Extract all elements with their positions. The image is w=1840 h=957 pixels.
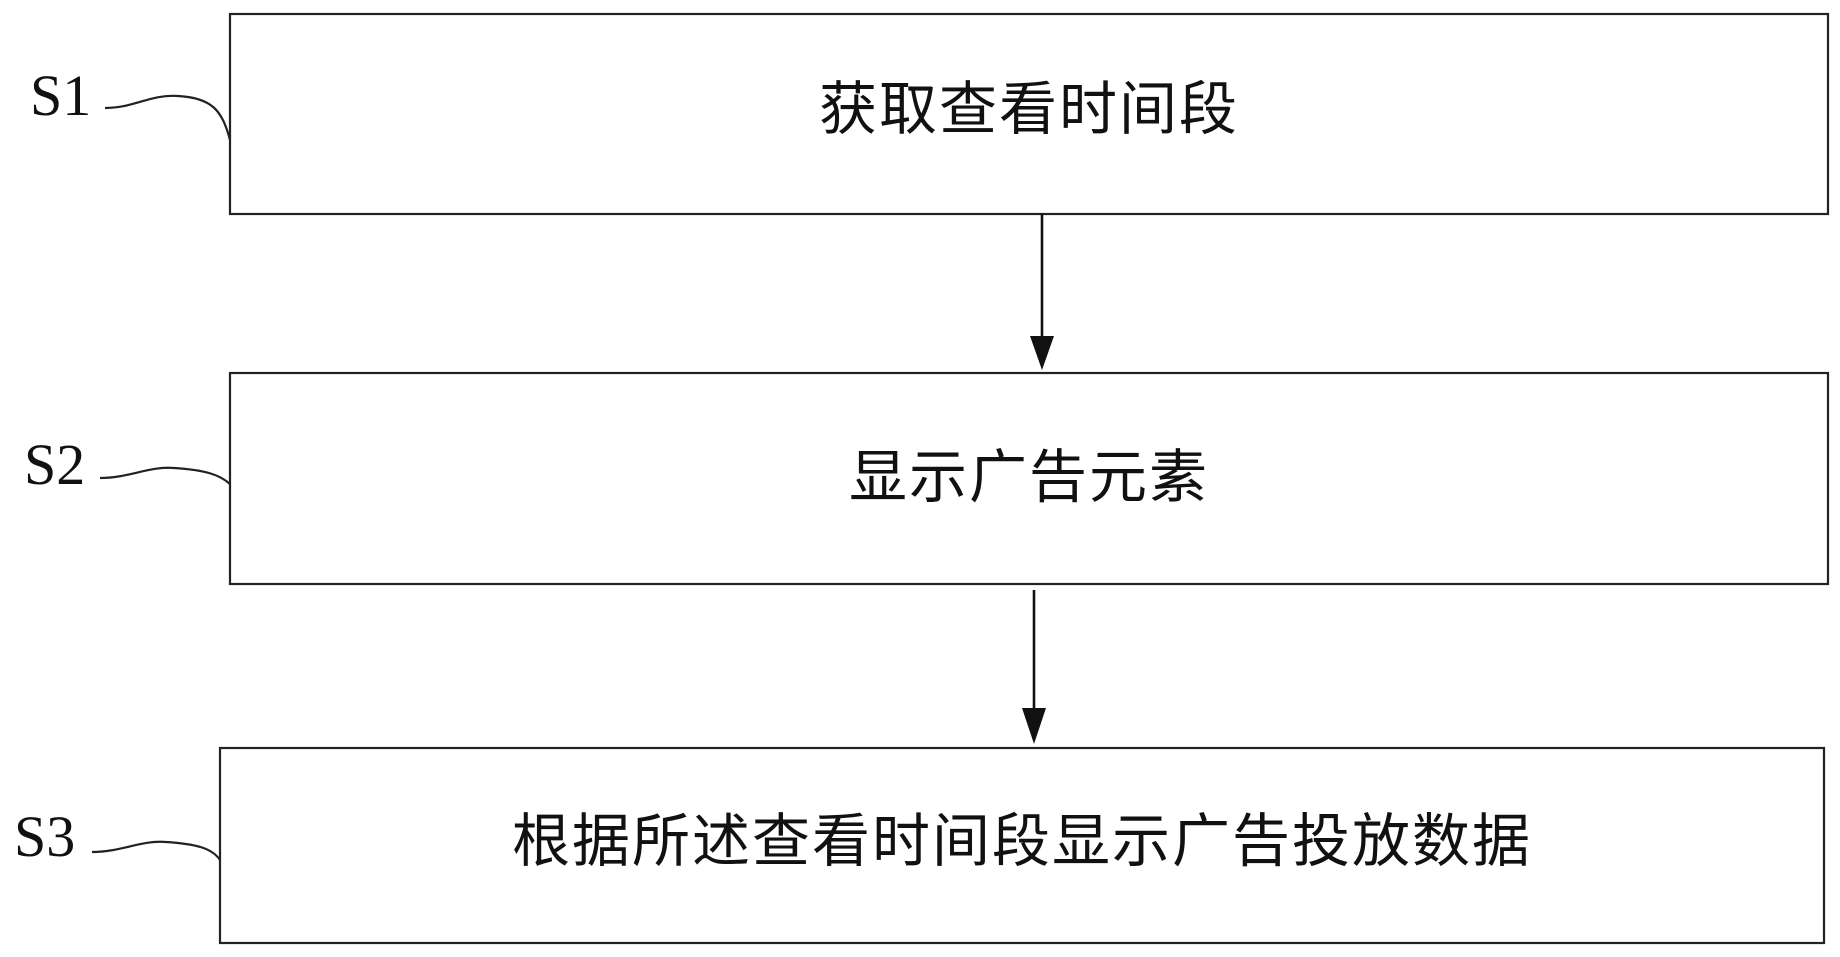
arrow-s1-to-s2 [1030, 214, 1054, 370]
step-s1-label: S1 [30, 63, 91, 128]
step-s2-text: 显示广告元素 [849, 443, 1209, 511]
step-s1: 获取查看时间段 S1 [30, 12, 1830, 216]
step-s1-leader [104, 94, 232, 141]
arrow-s1-s2-head [1030, 336, 1054, 370]
step-s2: 显示广告元素 S2 [24, 371, 1830, 586]
step-s3-box [218, 746, 1826, 945]
arrow-s2-to-s3 [1022, 590, 1046, 744]
step-s2-label: S2 [24, 432, 85, 497]
step-s1-box [228, 12, 1830, 216]
step-s3: 根据所述查看时间段显示广告投放数据 S3 [14, 746, 1826, 945]
arrow-s2-s3-head [1022, 708, 1046, 744]
step-s1-text: 获取查看时间段 [819, 75, 1239, 143]
step-s3-leader [91, 840, 221, 861]
step-s3-text: 根据所述查看时间段显示广告投放数据 [512, 807, 1532, 875]
step-s3-label: S3 [14, 804, 75, 869]
step-s2-box [228, 371, 1830, 586]
step-s2-leader [99, 466, 231, 485]
